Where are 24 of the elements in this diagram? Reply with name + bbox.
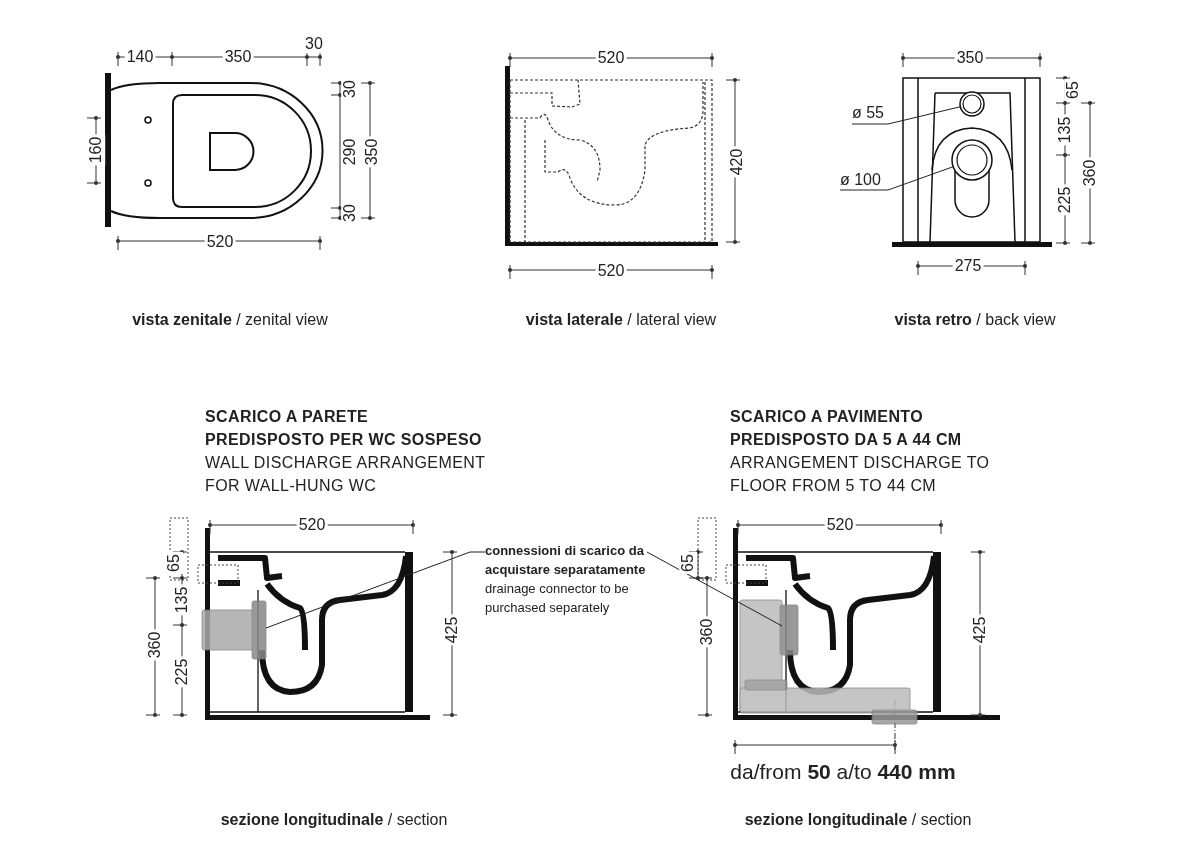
section-heading: SCARICO A PAVIMENTO PREDISPOSTO DA 5 A 44 CM (730, 407, 963, 450)
dimension-value: 30 (303, 35, 325, 53)
drain-hole (959, 91, 985, 117)
leader-line (646, 551, 783, 627)
drain-connector (201, 600, 267, 660)
leader-line (839, 166, 954, 191)
drain-connector (739, 599, 918, 725)
diameter-label: ø 100 (840, 171, 881, 189)
section-heading: SCARICO A PARETE PREDISPOSTO PER WC SOSPESO (205, 407, 483, 450)
section-heading: WALL DISCHARGE ARRANGEMENT FOR WALL-HUNG WC (205, 453, 487, 496)
diameter-label: ø 55 (852, 104, 884, 122)
leader-line (265, 551, 486, 629)
dimension-value: 65 (679, 552, 697, 574)
view-caption: vista zenitale / zenital view (132, 311, 328, 329)
view-caption: vista laterale / lateral view (525, 311, 717, 329)
view-caption: sezione longitudinale / section (220, 811, 448, 829)
dimension-value: 65 (165, 552, 183, 574)
view-caption: sezione longitudinale / section (744, 811, 972, 829)
view-caption: vista retro / back view (894, 311, 1056, 329)
callout-text: drainage connector to be purchased separately (485, 580, 630, 617)
section-heading: ARRANGEMENT DISCHARGE TO FLOOR FROM 5 TO 44 CM (730, 453, 991, 496)
outlet-pipe (951, 139, 993, 181)
leader-line (851, 106, 961, 125)
range-note: da/from 50 a/to 440 mm (730, 760, 956, 784)
